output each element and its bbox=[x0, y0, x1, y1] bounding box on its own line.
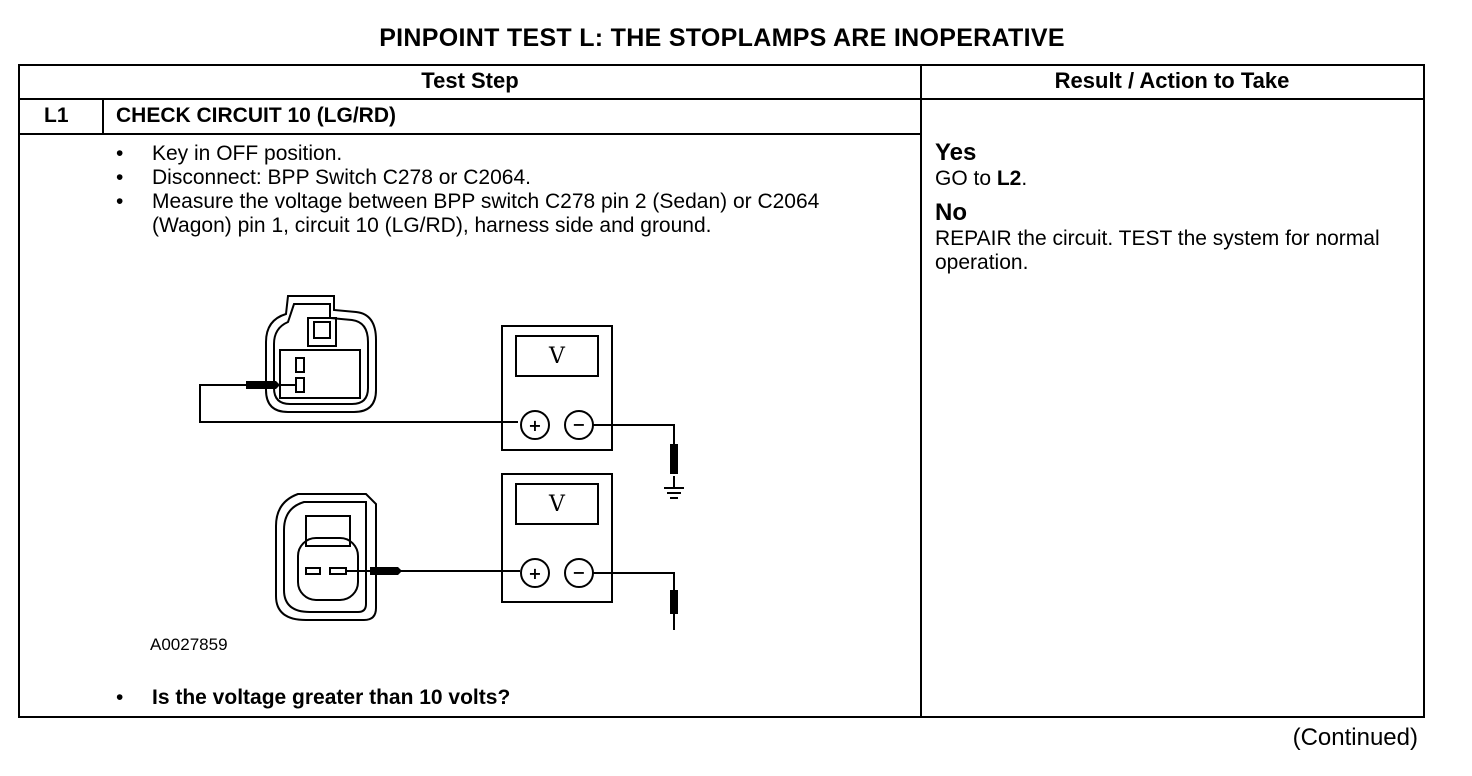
meter-symbol-top: V bbox=[548, 344, 566, 369]
yes-action-text: GO to bbox=[935, 167, 997, 190]
step-instructions: Key in OFF position. Disconnect: BPP Swi… bbox=[112, 142, 902, 238]
plus-terminal-top: + bbox=[528, 416, 541, 435]
header-result-action: Result / Action to Take bbox=[1054, 68, 1290, 93]
instruction-item: Disconnect: BPP Switch C278 or C2064. bbox=[112, 166, 902, 190]
yes-action-suffix: . bbox=[1021, 167, 1028, 190]
result-yes-action: GO to L2. bbox=[935, 167, 1405, 191]
bpp-connector-c2064-icon bbox=[275, 493, 377, 621]
step-row-divider bbox=[18, 133, 921, 135]
plus-terminal-bottom: + bbox=[528, 564, 541, 583]
yes-action-target: L2 bbox=[996, 167, 1022, 190]
header-divider bbox=[18, 98, 1425, 100]
column-divider bbox=[920, 64, 922, 718]
voltage-measurement-diagram: V V + − + − bbox=[199, 295, 684, 630]
result-no: No REPAIR the circuit. TEST the system f… bbox=[935, 199, 1405, 275]
instruction-item: Measure the voltage between BPP switch C… bbox=[112, 190, 902, 238]
result-yes-label: Yes bbox=[935, 139, 977, 166]
step-question: Is the voltage greater than 10 volts? bbox=[112, 686, 510, 710]
step-id: L1 bbox=[44, 104, 69, 127]
continued-note: (Continued) bbox=[1292, 724, 1418, 751]
result-yes: Yes GO to L2. bbox=[935, 139, 1405, 191]
result-no-action: REPAIR the circuit. TEST the system for … bbox=[935, 227, 1380, 274]
bpp-connector-c278-icon bbox=[265, 295, 377, 413]
voltmeter-top-icon bbox=[501, 325, 613, 451]
header-test-step: Test Step bbox=[421, 68, 519, 93]
meter-symbol-bottom: V bbox=[548, 492, 566, 517]
minus-terminal-bottom: − bbox=[572, 563, 585, 582]
voltmeter-bottom-icon bbox=[501, 473, 613, 603]
pinpoint-test-table bbox=[18, 64, 1425, 718]
page-title: PINPOINT TEST L: THE STOPLAMPS ARE INOPE… bbox=[379, 24, 1065, 52]
minus-terminal-top: − bbox=[572, 415, 585, 434]
instruction-item: Key in OFF position. bbox=[112, 142, 902, 166]
figure-id: A0027859 bbox=[150, 635, 228, 654]
step-id-divider bbox=[102, 98, 104, 134]
result-no-label: No bbox=[935, 199, 967, 226]
step-title: CHECK CIRCUIT 10 (LG/RD) bbox=[116, 104, 397, 127]
